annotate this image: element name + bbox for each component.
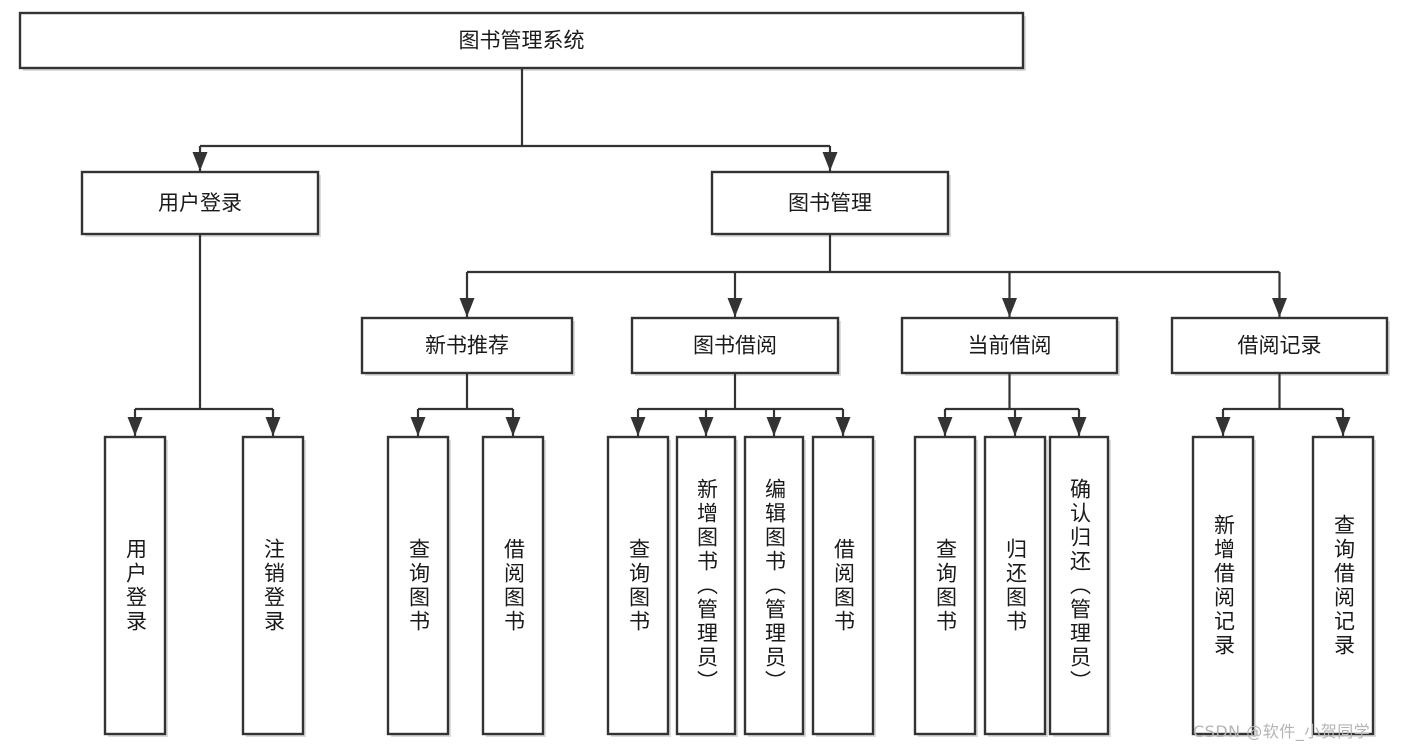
connector-arrowhead [265, 417, 281, 436]
node-label-borrow-record: 借阅记录 [1238, 334, 1322, 358]
connector-arrowhead [1002, 298, 1017, 317]
connector-arrowhead [1071, 417, 1087, 436]
node-box-leaf-query-book-borrow[interactable] [606, 435, 670, 736]
node-box-leaf-add-borrow-record[interactable] [1191, 435, 1255, 736]
connector-arrowhead [1335, 417, 1351, 436]
node-label-root: 图书管理系统 [459, 29, 585, 53]
node-box-book-borrow[interactable] [630, 316, 840, 375]
connector-arrowhead [410, 417, 426, 436]
connector-arrowhead [505, 417, 521, 436]
node-label-new-book-recommend: 新书推荐 [425, 334, 509, 358]
node-box-leaf-borrow-book[interactable] [811, 435, 875, 736]
node-box-layer [18, 11, 1389, 736]
connector-arrowhead [459, 298, 475, 317]
node-box-leaf-return-book[interactable] [983, 435, 1047, 736]
node-box-leaf-edit-book-admin[interactable] [743, 435, 805, 736]
connector-arrowhead [766, 417, 782, 436]
node-box-new-book-recommend[interactable] [360, 316, 574, 375]
connector-arrowhead [127, 417, 143, 436]
connector-arrowhead [937, 417, 953, 436]
connector-arrowhead [1215, 417, 1231, 436]
node-box-borrow-record[interactable] [1170, 316, 1389, 375]
node-box-leaf-logout-login[interactable] [241, 435, 305, 736]
node-label-book-manage: 图书管理 [788, 191, 872, 215]
node-box-leaf-confirm-return-admin[interactable] [1048, 435, 1110, 736]
node-box-leaf-borrow-book-recommend[interactable] [481, 435, 545, 736]
connector-arrowhead [727, 298, 743, 317]
connector-arrowhead [192, 152, 208, 171]
node-box-book-manage[interactable] [710, 170, 950, 236]
node-box-leaf-add-book-admin[interactable] [675, 435, 737, 736]
connector-arrowhead [822, 152, 838, 171]
node-box-user-login[interactable] [80, 170, 320, 236]
connector-arrowhead [1007, 417, 1023, 436]
csdn-watermark: CSDN @软件_小贺同学 [1193, 722, 1371, 741]
node-box-root[interactable] [18, 11, 1025, 70]
node-label-current-borrow: 当前借阅 [968, 334, 1052, 358]
connector-layer [127, 68, 1351, 436]
node-label-user-login: 用户登录 [158, 191, 242, 215]
node-label-book-borrow: 图书借阅 [693, 334, 777, 358]
connector-arrowhead [1272, 298, 1287, 317]
connector-arrowhead [698, 417, 714, 436]
connector-arrowhead [835, 417, 851, 436]
node-box-leaf-user-login[interactable] [103, 435, 167, 736]
node-box-current-borrow[interactable] [900, 316, 1119, 375]
node-box-leaf-query-book-current[interactable] [913, 435, 977, 736]
connector-arrowhead [630, 417, 646, 436]
node-box-leaf-query-book-recommend[interactable] [386, 435, 450, 736]
node-box-leaf-query-borrow-record[interactable] [1311, 435, 1375, 736]
